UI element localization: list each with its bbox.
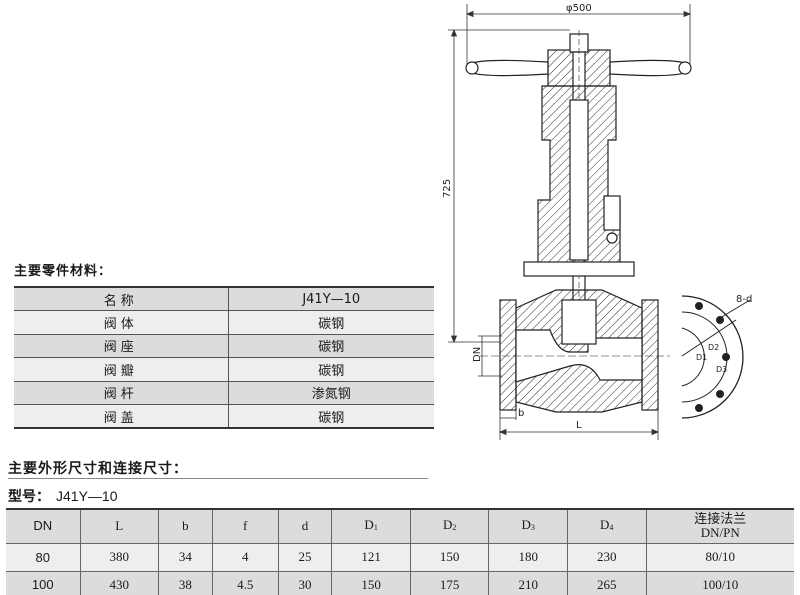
materials-header-row: 名称 J41Y—10	[14, 286, 434, 311]
materials-title: 主要零件材料：	[14, 264, 113, 279]
d1-dim-label: D1	[696, 353, 707, 362]
cell-d: 25	[277, 542, 332, 572]
valve-drawing: φ500 725	[442, 3, 752, 440]
materials-header-part: 名称	[14, 286, 228, 311]
part-name: 阀座	[14, 333, 228, 358]
col-dn: DN	[6, 508, 80, 544]
col-f: f	[211, 508, 279, 544]
col-d4: D4	[566, 508, 646, 544]
cell-f: 4.5	[211, 570, 279, 595]
part-material: 碳钢	[227, 404, 434, 429]
cell-d3: 210	[488, 570, 568, 595]
cell-d1: 150	[331, 570, 411, 595]
col-d4-sub: 4	[609, 522, 614, 532]
cell-d4: 230	[566, 542, 646, 572]
cell-d: 30	[277, 570, 332, 595]
cell-b: 34	[158, 542, 213, 572]
model-label: 型号：	[8, 489, 50, 505]
d3-dim-label: D3	[716, 365, 727, 374]
materials-row: 阀瓣 碳钢	[14, 357, 434, 382]
cell-dn: 80	[6, 542, 80, 572]
cell-dn: 100	[6, 570, 80, 595]
cell-b: 38	[158, 570, 213, 595]
col-flange-line2: DN/PN	[700, 525, 740, 541]
materials-row: 阀盖 碳钢	[14, 404, 434, 429]
part-name: 阀体	[14, 310, 228, 335]
cell-l: 430	[79, 570, 159, 595]
cell-d2: 150	[409, 542, 489, 572]
col-d3: D3	[488, 508, 568, 544]
model-value: J41Y—10	[56, 488, 118, 504]
b-dim-label: b	[518, 408, 524, 419]
handwheel-dim-label: φ500	[566, 3, 592, 14]
valve-body	[480, 289, 670, 413]
col-b: b	[158, 508, 213, 544]
section-divider	[8, 478, 428, 479]
col-d2-letter: D	[442, 516, 453, 532]
cell-flange: 100/10	[645, 570, 794, 595]
materials-table: 名称 J41Y—10 阀体 碳钢 阀座 碳钢 阀瓣 碳钢 阀杆 渗氮钢 阀盖 碳…	[14, 286, 434, 429]
col-d2-sub: 2	[452, 522, 457, 532]
materials-row: 阀杆 渗氮钢	[14, 380, 434, 405]
part-name: 阀瓣	[14, 357, 228, 382]
col-d1: D1	[331, 508, 411, 544]
col-l: L	[79, 508, 159, 544]
col-d: d	[277, 508, 332, 544]
model-line: 型号： J41Y—10	[8, 486, 117, 506]
height-dim-label: 725	[442, 179, 453, 198]
col-d1-sub: 1	[373, 522, 378, 532]
cell-d3: 180	[488, 542, 568, 572]
dimensions-title: 主要外形尺寸和连接尺寸：	[8, 461, 188, 477]
l-dim-label: L	[576, 420, 582, 431]
col-d2: D2	[409, 508, 489, 544]
flange-end-view	[681, 295, 751, 419]
col-d3-sub: 3	[530, 522, 535, 532]
body-dimensions	[478, 335, 660, 440]
col-d4-letter: D	[600, 516, 610, 532]
part-material: 碳钢	[227, 357, 434, 382]
cell-l: 380	[79, 542, 159, 572]
part-material: 渗氮钢	[227, 380, 434, 405]
dn-dim-label: DN	[472, 347, 483, 362]
dimensions-row: 100 430 38 4.5 30 150 175 210 265 100/10	[6, 570, 794, 595]
part-material: 碳钢	[227, 333, 434, 358]
bolt-dim-label: 8-d	[736, 294, 752, 305]
materials-header-model: J41Y—10	[227, 286, 434, 311]
col-flange-line1: 连接法兰	[694, 511, 747, 527]
col-d3-letter: D	[521, 516, 531, 532]
cell-d2: 175	[409, 570, 489, 595]
materials-row: 阀座 碳钢	[14, 333, 434, 358]
d2-dim-label: D2	[708, 343, 719, 352]
cell-flange: 80/10	[645, 542, 794, 572]
height-dimension	[448, 28, 570, 344]
handwheel-dimension	[465, 4, 692, 70]
materials-row: 阀体 碳钢	[14, 310, 434, 335]
part-name: 阀杆	[14, 380, 228, 405]
part-material: 碳钢	[227, 310, 434, 335]
cell-d1: 121	[331, 542, 411, 572]
part-name: 阀盖	[14, 404, 228, 429]
dimensions-row: 80 380 34 4 25 121 150 180 230 80/10	[6, 542, 794, 572]
valve-bonnet	[523, 85, 635, 277]
cell-f: 4	[211, 542, 279, 572]
cell-d4: 265	[566, 570, 646, 595]
col-d1-letter: D	[364, 516, 374, 532]
